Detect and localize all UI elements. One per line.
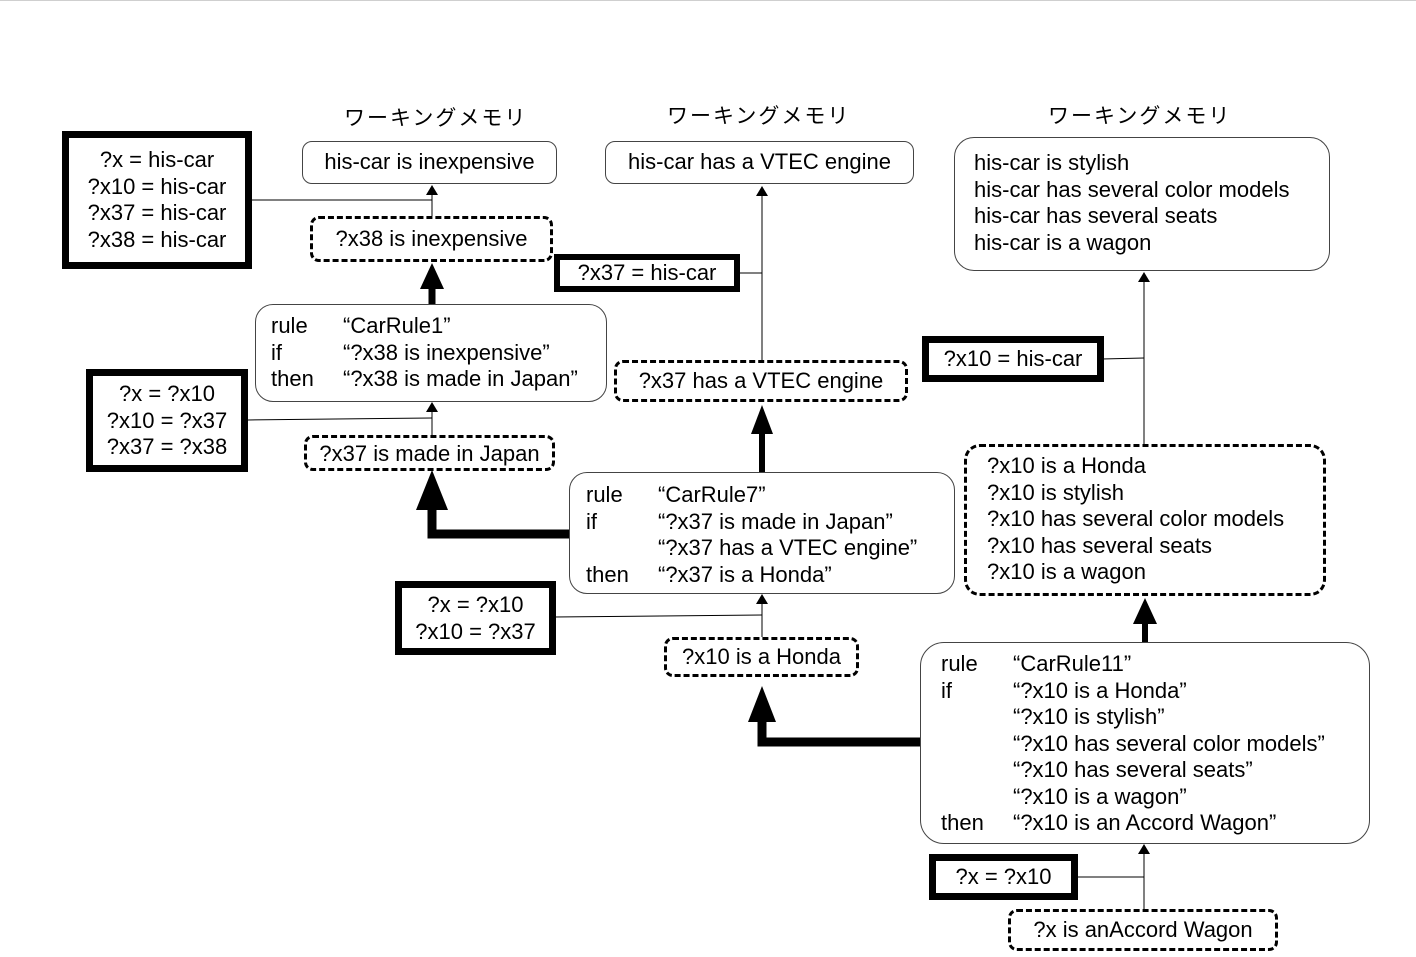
wm-fact: his-car is stylish xyxy=(974,150,1130,175)
rule-condition: “?x38 is inexpensive” xyxy=(343,339,550,365)
goal-inexpensive: ?x38 is inexpensive xyxy=(310,216,553,262)
binding-box-6: ?x = ?x10 xyxy=(929,854,1078,900)
goal-made-in-japan: ?x37 is made in Japan xyxy=(304,435,555,471)
binding-text: ?x10 = ?x37 xyxy=(415,618,536,644)
binding-text: ?x = his-car xyxy=(99,147,215,172)
goal-text: ?x37 has a VTEC engine xyxy=(638,368,884,393)
working-memory-heading-3: ワーキングメモリ xyxy=(1048,104,1232,128)
binding-text: ?x38 = his-car xyxy=(87,226,227,252)
working-memory-heading-1: ワーキングメモリ xyxy=(344,106,528,130)
thick-arrow-rule7-to-japan xyxy=(416,470,569,539)
then-keyword: then xyxy=(271,366,314,391)
goal-vtec-engine: ?x37 has a VTEC engine xyxy=(614,360,908,402)
binding-box-3: ?x37 = his-car xyxy=(554,254,740,292)
binding-text: ?x10 = his-car xyxy=(87,173,227,199)
rule-carrule1: rule “CarRule1” if “?x38 is inexpensive” t… xyxy=(255,304,607,402)
binding-text: ?x37 = his-car xyxy=(577,260,717,285)
working-memory-heading-2: ワーキングメモリ xyxy=(667,104,851,128)
rule-condition: “?x10 is a Honda” xyxy=(1013,677,1187,703)
rule-conclusion: “?x10 is an Accord Wagon” xyxy=(1013,810,1277,835)
binding-text: ?x10 = ?x37 xyxy=(106,407,228,433)
wm-fact: his-car has several color models xyxy=(974,176,1290,202)
goal-text: ?x10 is a Honda xyxy=(682,644,841,669)
goal-text: ?x10 is a Honda xyxy=(987,453,1146,478)
rule-condition: “?x10 has several color models” xyxy=(1013,730,1325,756)
rule-condition: “?x10 is stylish” xyxy=(1013,704,1165,729)
binding-text: ?x37 = his-car xyxy=(87,200,227,225)
thick-arrow-rule11-to-subgoals xyxy=(1133,598,1157,642)
goal-text: ?x10 has several seats xyxy=(987,532,1213,558)
wm-fact: his-car is a wagon xyxy=(974,229,1152,255)
if-keyword: if xyxy=(586,508,597,534)
rule-condition: “?x10 is a wagon” xyxy=(1013,783,1187,809)
wm-fact: his-car has a VTEC engine xyxy=(628,149,891,174)
goal-text: ?x is anAccord Wagon xyxy=(1033,917,1253,942)
if-keyword: if xyxy=(941,677,952,703)
goal-text: ?x10 has several color models xyxy=(987,506,1285,531)
rule-conclusion: “?x37 is a Honda” xyxy=(658,561,832,587)
binding-box-4: ?x = ?x10 ?x10 = ?x37 xyxy=(395,581,556,655)
thick-arrow-rule1 xyxy=(420,263,444,304)
wm-fact: his-car has several seats xyxy=(974,203,1218,228)
rule-condition: “?x37 is made in Japan” xyxy=(658,508,893,534)
rule-name: “CarRule1” xyxy=(343,313,451,338)
rule-condition: “?x37 has a VTEC engine” xyxy=(658,535,918,560)
working-memory-box-3: his-car is stylish his-car has several c… xyxy=(954,137,1330,271)
goal-text: ?x10 is a wagon xyxy=(987,559,1146,584)
rule-name: “CarRule11” xyxy=(1013,651,1132,676)
then-keyword: then xyxy=(941,810,984,835)
rule-carrule7: rule “CarRule7” if “?x37 is made in Japan”… xyxy=(569,472,955,594)
rule-condition: “?x10 has several seats” xyxy=(1013,757,1253,782)
binding-box-5: ?x10 = his-car xyxy=(922,336,1104,382)
binding-text: ?x10 = his-car xyxy=(943,346,1083,371)
binding-text: ?x = ?x10 xyxy=(118,381,215,406)
rule-carrule11: rule “CarRule11” if “?x10 is a Honda” “?x1… xyxy=(920,642,1370,844)
thick-arrow-rule11-to-honda xyxy=(748,686,920,747)
rule-keyword: rule xyxy=(271,313,308,338)
goal-subgoals: ?x10 is a Honda ?x10 is stylish ?x10 has… xyxy=(964,444,1326,596)
goal-text: ?x37 is made in Japan xyxy=(319,441,540,466)
thick-arrow-rule7-to-vtec xyxy=(751,405,773,472)
goal-accord-wagon: ?x is anAccord Wagon xyxy=(1008,909,1278,951)
rule-conclusion: “?x38 is made in Japan” xyxy=(343,366,578,391)
binding-text: ?x37 = ?x38 xyxy=(106,434,228,459)
working-memory-box-1: his-car is inexpensive xyxy=(302,141,557,184)
top-border xyxy=(0,0,1416,1)
binding-box-1: ?x = his-car ?x10 = his-car ?x37 = his-c… xyxy=(62,131,252,269)
goal-text: ?x10 is stylish xyxy=(987,479,1124,505)
binding-box-2: ?x = ?x10 ?x10 = ?x37 ?x37 = ?x38 xyxy=(86,369,248,472)
goal-text: ?x38 is inexpensive xyxy=(335,226,528,251)
binding-text: ?x = ?x10 xyxy=(427,592,524,617)
rule-name: “CarRule7” xyxy=(658,482,766,507)
if-keyword: if xyxy=(271,339,282,365)
binding-text: ?x = ?x10 xyxy=(955,864,1052,889)
rule-keyword: rule xyxy=(586,482,623,507)
working-memory-box-2: his-car has a VTEC engine xyxy=(605,141,914,184)
wm-fact: his-car is inexpensive xyxy=(324,149,535,174)
then-keyword: then xyxy=(586,561,629,587)
goal-honda: ?x10 is a Honda xyxy=(664,637,859,677)
rule-keyword: rule xyxy=(941,651,978,676)
